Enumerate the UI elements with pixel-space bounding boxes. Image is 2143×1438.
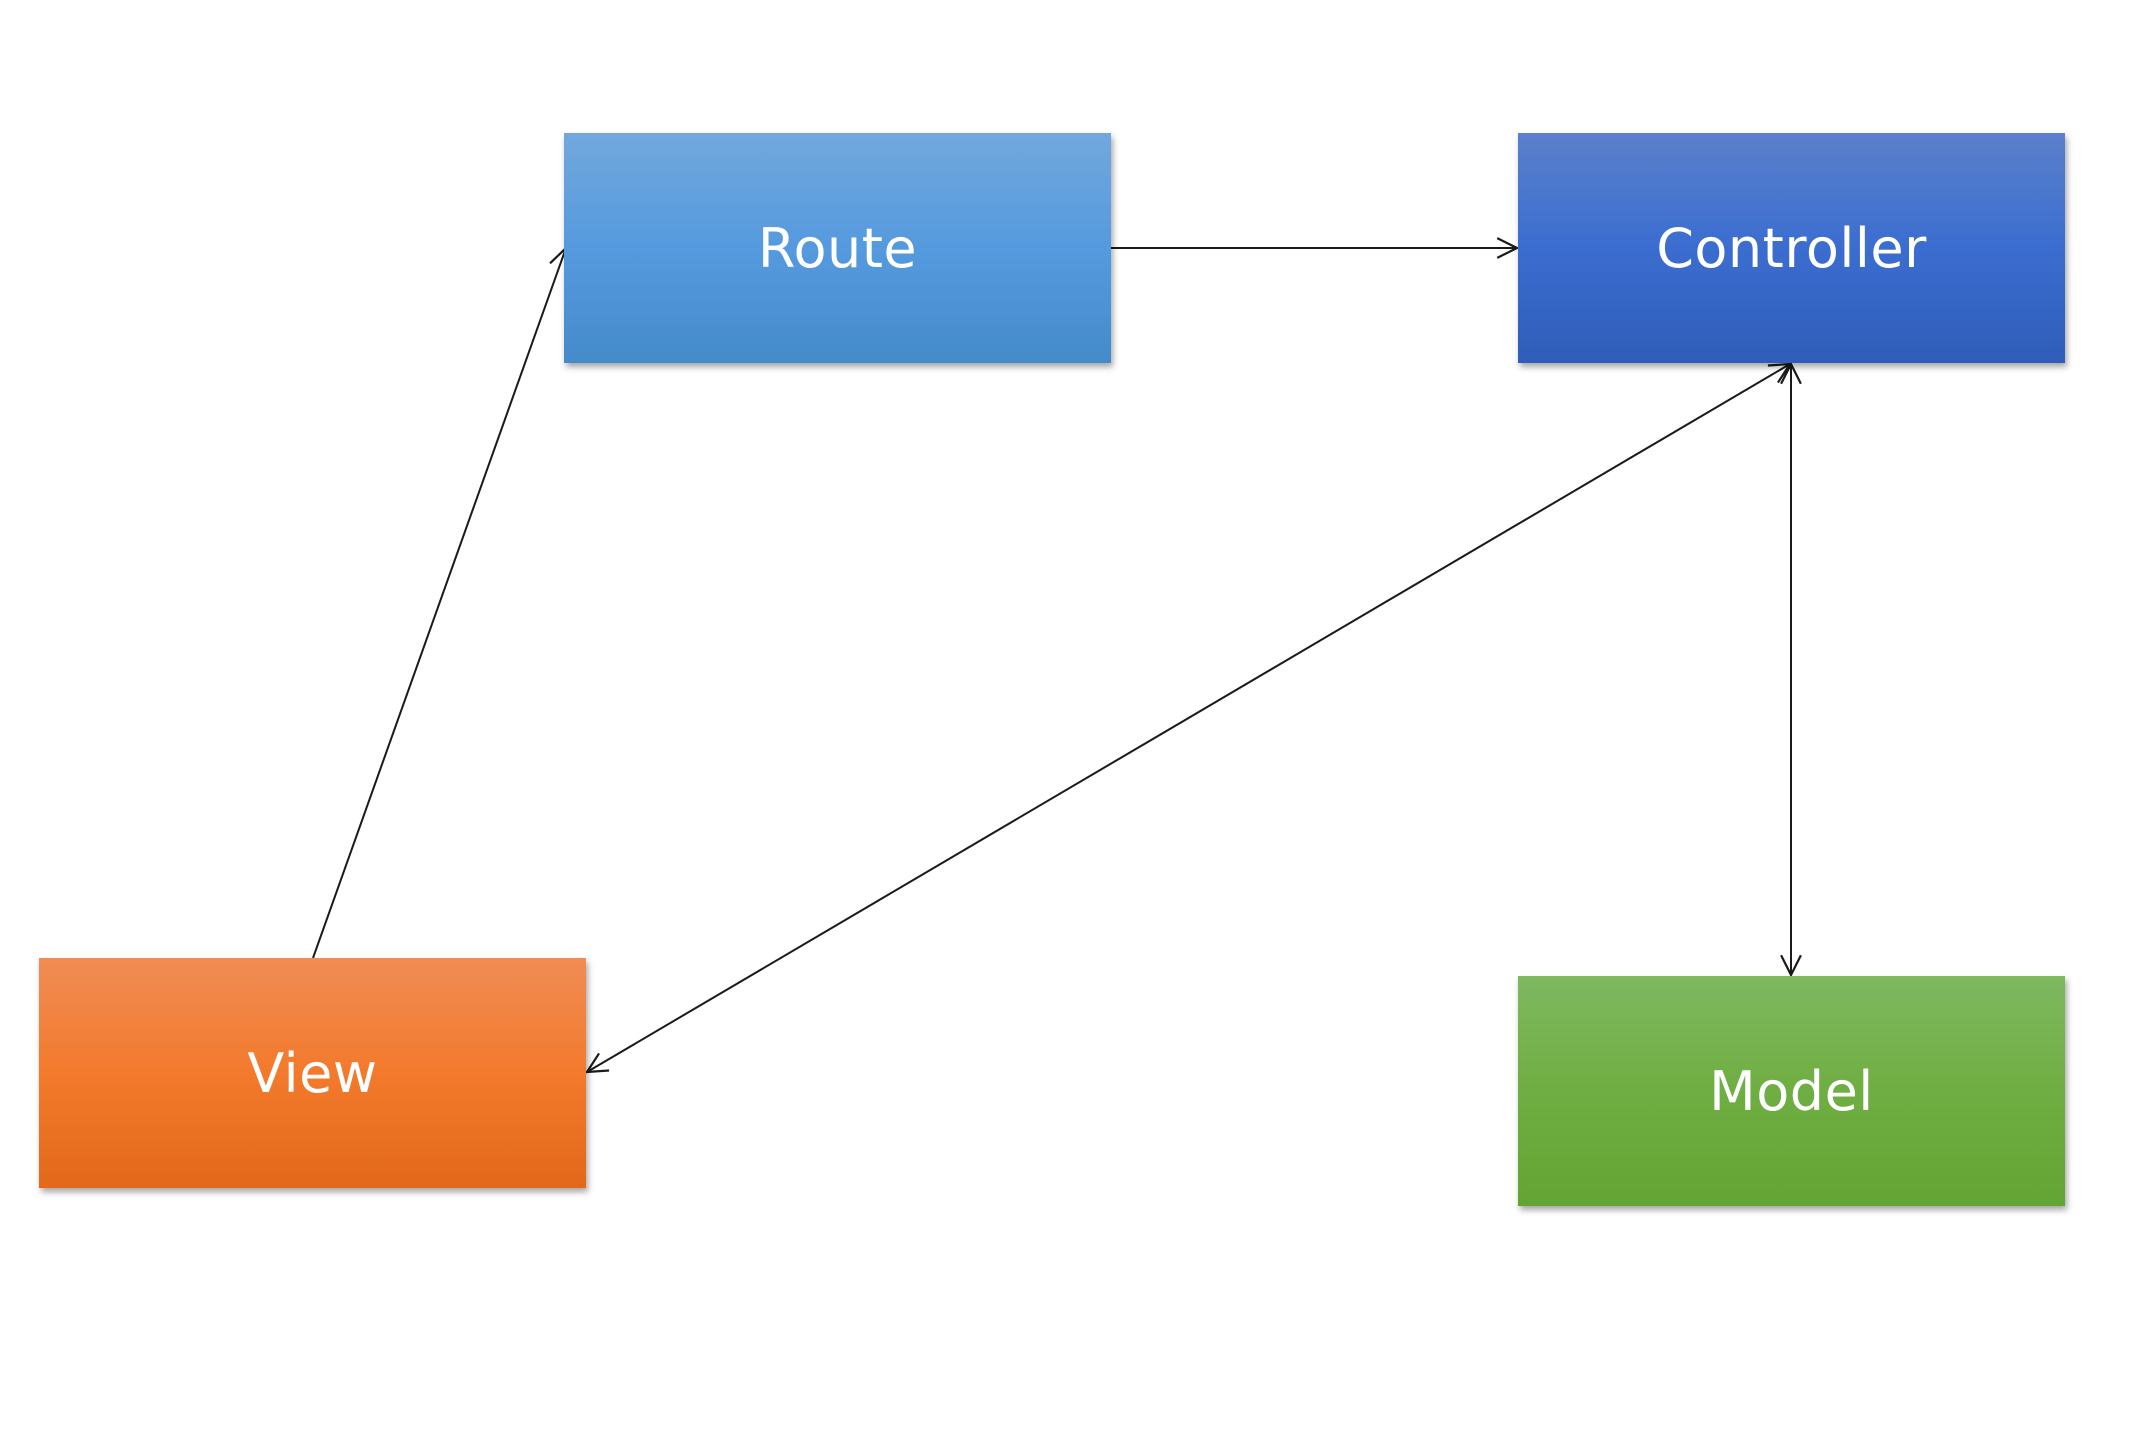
model-label: Model xyxy=(1709,1059,1874,1123)
view-node[interactable]: View xyxy=(39,958,586,1188)
controller-label: Controller xyxy=(1656,216,1927,280)
route-label: Route xyxy=(757,216,918,280)
route-node[interactable]: Route xyxy=(564,133,1111,363)
controller-node[interactable]: Controller xyxy=(1518,133,2065,363)
model-node[interactable]: Model xyxy=(1518,976,2065,1206)
edge-view-to-route xyxy=(312,248,566,959)
edge-controller-view xyxy=(587,364,1790,1072)
view-label: View xyxy=(247,1041,378,1105)
